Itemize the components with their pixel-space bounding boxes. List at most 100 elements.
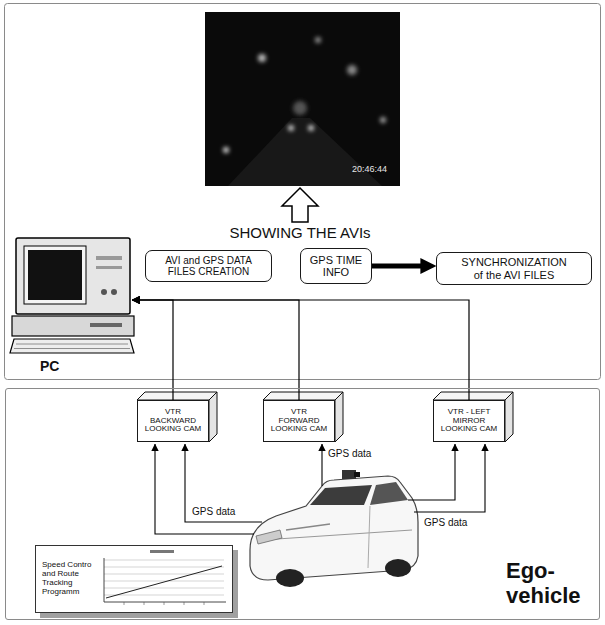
pc-panel [5, 4, 601, 380]
grille [286, 524, 330, 530]
street-light [258, 54, 266, 62]
node-text: VTR - LEFT MIRROR LOOKING CAM [440, 408, 498, 435]
car-body [250, 476, 418, 580]
chart-title-mark [150, 550, 174, 553]
gps-wire [321, 444, 322, 486]
video-frame [205, 12, 400, 186]
tail-light [308, 125, 314, 131]
grid-line [104, 588, 224, 589]
recorder-box: VTR - LEFT MIRROR LOOKING CAM [433, 400, 505, 442]
night-lights [223, 37, 386, 153]
label-holder: SHOWING THE AVIs [200, 225, 400, 242]
vehicle-title: Ego-vehicle [506, 559, 598, 608]
key-row [14, 348, 130, 349]
roof-camera [342, 470, 356, 479]
node-text: VTR FORWARD LOOKING CAM [270, 408, 328, 435]
monitor-button [101, 289, 107, 295]
drive-slot [90, 323, 122, 327]
video-frame [205, 12, 400, 186]
computer-icon [10, 238, 134, 353]
box-top-face [433, 392, 513, 400]
tick [184, 602, 185, 605]
street-light [380, 117, 386, 123]
hollow-arrow [282, 188, 318, 222]
door-line [368, 506, 370, 568]
gps-wire [155, 444, 254, 534]
side-window [370, 482, 408, 505]
program-box: Speed Contro and Route Tracking Programm [35, 545, 233, 613]
screen-frame [24, 246, 86, 304]
box-side-face [209, 392, 217, 442]
computer-label: PC [40, 359, 166, 375]
belt-line [262, 530, 412, 540]
tick [164, 602, 165, 605]
tail-light [288, 125, 294, 131]
box-side-face [505, 392, 513, 442]
window-ground [35, 545, 233, 613]
recorder-box: VTR FORWARD LOOKING CAM [263, 400, 335, 442]
grid-line [104, 581, 224, 582]
monitor-control [96, 256, 122, 260]
monitor [16, 238, 130, 314]
node-text: VTR BACKWARD LOOKING CAM [144, 408, 202, 435]
screen [28, 250, 82, 300]
chart-grid [104, 560, 224, 595]
label-holder: GPS data [424, 517, 467, 528]
computer-case [12, 316, 134, 336]
grid-line [104, 567, 224, 568]
wheel [276, 569, 304, 587]
signal-label: GPS data [328, 448, 371, 459]
view-caption: SHOWING THE AVIs [200, 225, 400, 242]
keyboard [10, 339, 134, 353]
process-box: SYNCHRONIZATION of the AVI FILES [436, 252, 592, 285]
headlight [256, 530, 282, 544]
process-box: AVI and GPS DATA FILES CREATION [145, 250, 272, 282]
node-text: SYNCHRONIZATION of the AVI FILES [458, 256, 570, 281]
vehicle-panel: Ego-vehicle VTR BACKWARD LOOKING CAM VTR F… [5, 388, 600, 620]
recorder-faces [137, 392, 513, 442]
label-holder: GPS data [192, 506, 235, 517]
box-top-face [137, 392, 217, 400]
monitor-control [96, 266, 122, 269]
gps-wire [408, 444, 455, 500]
time-stamp: 20:46:44 [352, 164, 387, 174]
program-window [35, 545, 238, 618]
tick [204, 602, 205, 605]
speed-curve [106, 566, 222, 598]
tick [144, 602, 145, 605]
axis-ticks [124, 602, 204, 605]
monitor-button [111, 289, 117, 295]
key-row [16, 344, 128, 345]
node-text: GPS TIME INFO [305, 254, 367, 279]
recorder-box: VTR BACKWARD LOOKING CAM [137, 400, 209, 442]
gps-wire [414, 444, 485, 512]
data-line [132, 300, 299, 400]
label-holder: GPS data [328, 448, 371, 459]
signal-label: GPS data [192, 506, 235, 517]
chart-axes [104, 558, 226, 602]
street-light [223, 147, 229, 153]
signal-label: GPS data [424, 517, 467, 528]
street-light [315, 37, 321, 43]
box-top-face [263, 392, 343, 400]
label-holder: 20:46:44 [352, 164, 387, 174]
camera-lens [354, 472, 360, 477]
box-side-face [335, 392, 343, 442]
tick [124, 602, 125, 605]
light-glow [293, 101, 307, 115]
street-light [347, 65, 357, 75]
sync-arrow [372, 264, 426, 269]
grid-line [104, 560, 224, 561]
node-text: AVI and GPS DATA FILES CREATION [159, 255, 259, 277]
computer-node: PC [6, 236, 132, 378]
road [228, 118, 382, 186]
grid-line [104, 595, 224, 596]
process-box: GPS TIME INFO [300, 248, 372, 284]
data-line [132, 300, 173, 400]
windshield [310, 485, 372, 505]
gps-wire [185, 444, 262, 522]
wheel [385, 559, 411, 577]
